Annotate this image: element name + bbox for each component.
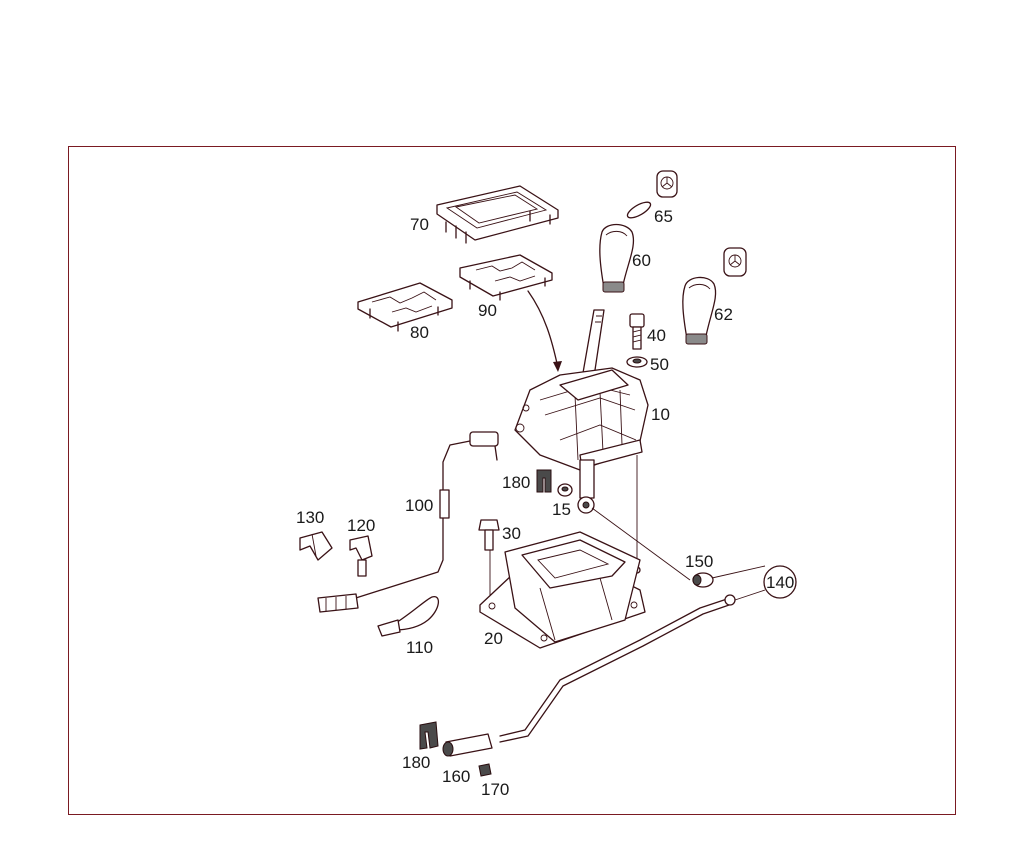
label-100: 100 [405,496,433,515]
part-100-cable [317,431,499,613]
part-labels: 70 65 60 62 90 80 40 50 10 180 15 100 30… [296,207,794,799]
label-120: 120 [347,516,375,535]
part-60-shift-knob [599,223,635,293]
part-50-washer [626,356,648,368]
part-110-cable-tie [377,596,439,637]
label-140: 140 [766,573,794,592]
lower-lever [577,459,595,514]
part-20-console-base [479,531,646,649]
part-30-bolt [478,519,500,551]
part-140-linkage-rod [499,565,797,743]
label-80: 80 [410,323,429,342]
arrow-90-to-housing [527,290,562,372]
part-170-nut [478,763,492,777]
part-180-clip-upper [536,469,552,493]
diagram-frame [68,146,956,815]
part-130-clip [299,531,333,561]
part-70-trim-frame [436,185,559,244]
label-20: 20 [484,629,503,648]
label-180-upper: 180 [502,473,530,492]
part-10-shift-housing [514,367,649,471]
label-110: 110 [406,638,433,657]
part-80-gate-plate [357,282,453,332]
part-120-clip [349,535,373,577]
label-15: 15 [552,500,571,519]
label-60: 60 [632,251,651,270]
label-65: 65 [654,207,673,226]
part-40-bolt [629,313,645,350]
label-50: 50 [650,355,669,374]
label-160: 160 [442,767,470,786]
label-180-lower: 180 [402,753,430,772]
part-90-gate-plate [459,254,553,301]
part-15-bushing [557,483,573,497]
label-150: 150 [685,552,713,571]
part-150-bushing [692,565,766,601]
label-70: 70 [410,215,429,234]
part-160-pin [442,733,493,757]
label-90: 90 [478,301,497,320]
label-30: 30 [502,524,521,543]
label-40: 40 [647,326,666,345]
label-62: 62 [714,305,733,324]
label-170: 170 [481,780,509,799]
label-10: 10 [651,405,670,424]
label-130: 130 [296,508,324,527]
part-62-shift-knob [682,247,747,345]
part-65-emblem [626,170,678,219]
part-180-clip-lower [419,721,439,750]
